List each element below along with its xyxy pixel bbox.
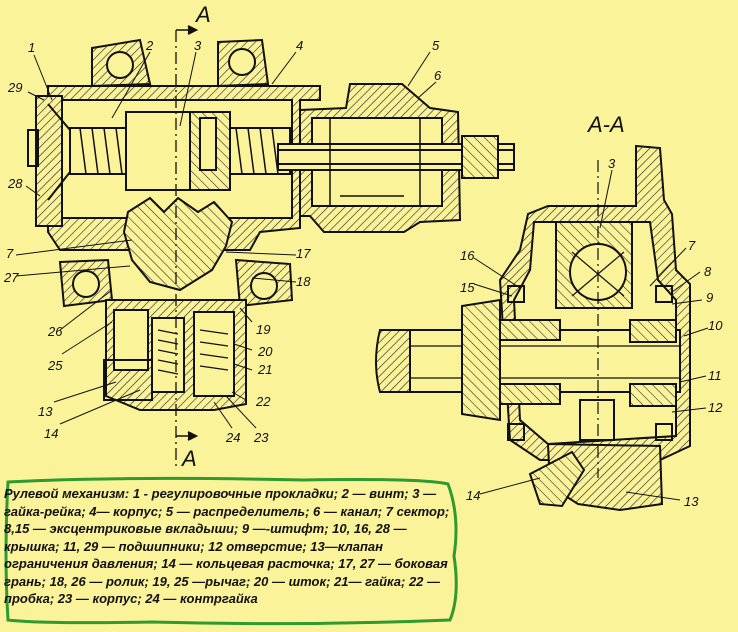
callout-20: 20 (257, 344, 273, 359)
callout-r-11: 11 (708, 368, 722, 383)
callout-5: 5 (432, 38, 440, 53)
callout-19: 19 (256, 322, 270, 337)
callout-7: 7 (6, 246, 14, 261)
callout-27: 27 (3, 270, 19, 285)
valve-spring (157, 329, 229, 375)
figure-caption: Рулевой механизм: 1 - регулировочные про… (4, 486, 450, 606)
section-title: A-A (586, 112, 625, 137)
cross-section-a-a-view (375, 144, 691, 512)
callout-13: 13 (38, 404, 53, 419)
callout-r-3: 3 (608, 156, 616, 171)
callout-22: 22 (255, 394, 271, 409)
right-view-callouts: 3 16 15 7 8 9 10 11 12 14 13 (460, 156, 723, 509)
callout-r-7: 7 (688, 238, 696, 253)
leader-lines (15, 51, 709, 501)
callout-23: 23 (253, 430, 269, 445)
callout-1: 1 (28, 40, 35, 55)
callout-24: 24 (225, 430, 240, 445)
section-marker-bottom: A (180, 446, 197, 471)
screw-thread (79, 127, 279, 175)
callout-4: 4 (296, 38, 303, 53)
callout-r-9: 9 (706, 290, 713, 305)
callout-2: 2 (145, 38, 154, 53)
callout-r-14: 14 (466, 488, 480, 503)
callout-6: 6 (434, 68, 442, 83)
callout-3: 3 (194, 38, 202, 53)
callout-29: 29 (7, 80, 22, 95)
callout-14: 14 (44, 426, 58, 441)
section-marker-top: A (194, 2, 211, 27)
callout-17: 17 (296, 246, 311, 261)
callout-26: 26 (47, 324, 63, 339)
callout-r-8: 8 (704, 264, 712, 279)
callout-r-10: 10 (708, 318, 723, 333)
callout-r-12: 12 (708, 400, 723, 415)
callout-21: 21 (257, 362, 272, 377)
longitudinal-section-view (27, 25, 515, 470)
callout-r-15: 15 (460, 280, 475, 295)
callout-r-13: 13 (684, 494, 699, 509)
callout-r-16: 16 (460, 248, 475, 263)
callout-25: 25 (47, 358, 63, 373)
callout-28: 28 (7, 176, 23, 191)
callout-18: 18 (296, 274, 311, 289)
caption-frame (4, 476, 458, 626)
left-view-callouts: 1 2 3 4 5 6 29 28 7 27 17 18 26 25 19 20… (3, 38, 442, 445)
